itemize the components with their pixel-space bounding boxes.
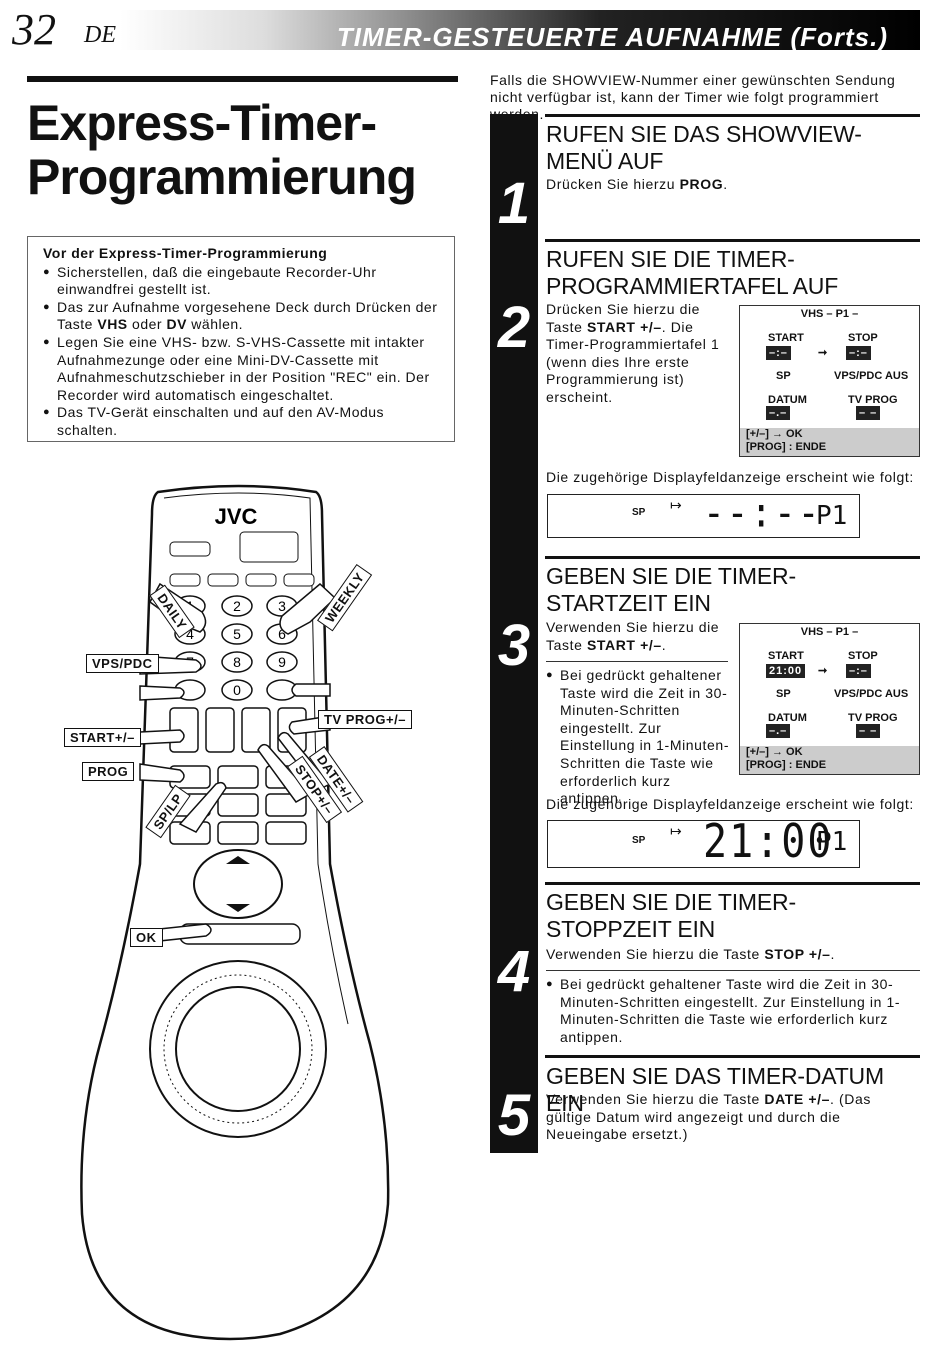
key-2: 2 — [233, 598, 241, 614]
divider — [546, 970, 920, 971]
step-title: GEBEN SIE DIE TIMER-STOPPZEIT EIN — [546, 889, 796, 942]
step-number-5: 5 — [497, 1083, 531, 1148]
step-rule — [545, 114, 920, 117]
remote-drawing: JVC 123 456 789 0 — [80, 484, 390, 1341]
step-number-1: 1 — [497, 171, 531, 236]
step-number-bar: 1 2 3 4 5 — [490, 114, 538, 1153]
step-text: Drücken Sie hierzu die Taste START +/–. … — [546, 301, 720, 405]
callout-ok: OK — [130, 928, 163, 947]
step-number-4: 4 — [497, 939, 531, 1004]
key-5: 5 — [233, 626, 241, 642]
header-title: TIMER-GESTEUERTE AUFNAHME (Forts.) — [336, 22, 888, 52]
step-text: Verwenden Sie hierzu die Taste START +/–… — [546, 619, 720, 653]
step-rule — [545, 239, 920, 242]
step-text: Verwenden Sie hierzu die Taste DATE +/–.… — [546, 1091, 871, 1143]
display-note: Die zugehörige Displayfeldanzeige ersche… — [546, 469, 914, 485]
front-display-panel: SP ↦ 21:00 P1 — [547, 816, 860, 868]
arrow-icon: ➞ — [818, 347, 828, 359]
page-number: 32 — [12, 5, 56, 54]
step-rule — [545, 882, 920, 885]
remote-brand-logo: JVC — [215, 504, 258, 529]
main-title: Express-Timer-Programmierung — [27, 95, 417, 205]
play-arrow-icon: ↦ — [670, 497, 682, 513]
title-rule — [27, 76, 458, 82]
prep-item: Legen Sie eine VHS- bzw. S-VHS-Cassette … — [43, 334, 444, 404]
callout-start: START+/– — [64, 728, 141, 747]
step-number-3: 3 — [497, 613, 531, 678]
arrow-icon: ➞ — [818, 665, 828, 677]
step-text: Drücken Sie hierzu PROG. — [546, 176, 728, 192]
step-title: GEBEN SIE DIE TIMER-STARTZEIT EIN — [546, 563, 796, 616]
callout-vps-pdc: VPS/PDC — [86, 654, 159, 673]
play-arrow-icon: ↦ — [670, 823, 682, 839]
timer-osd-panel: VHS – P1 – START 21:00 ➞ STOP –:– SP VPS… — [739, 623, 920, 775]
prep-item: Sicherstellen, daß die eingebaute Record… — [43, 264, 444, 299]
preparation-heading: Vor der Express-Timer-Programmierung — [43, 245, 328, 261]
key-3: 3 — [278, 598, 286, 614]
prep-item: Das TV-Gerät einschalten und auf den AV-… — [43, 404, 444, 439]
step-title: RUFEN SIE DAS SHOWVIEW-MENÜ AUF — [546, 121, 862, 174]
step-text: Verwenden Sie hierzu die Taste STOP +/–. — [546, 946, 836, 962]
key-0: 0 — [233, 682, 241, 698]
step-bullet: Bei gedrückt gehaltener Taste wird die Z… — [546, 976, 920, 1046]
key-8: 8 — [233, 654, 241, 670]
step-title: RUFEN SIE DIE TIMER-PROGRAMMIERTAFEL AUF — [546, 246, 839, 299]
key-4: 4 — [186, 626, 194, 642]
step-bullet: Bei gedrückt gehaltener Taste wird die Z… — [546, 667, 730, 808]
prep-item-2-text: Das zur Aufnahme vorgesehene Deck durch … — [57, 298, 438, 333]
key-9: 9 — [278, 654, 286, 670]
step-rule — [545, 1055, 920, 1058]
step-rule — [545, 556, 920, 559]
preparation-box: Vor der Express-Timer-Programmierung Sic… — [27, 236, 455, 442]
prep-item: Das zur Aufnahme vorgesehene Deck durch … — [43, 299, 444, 334]
remote-control-illustration: JVC 123 456 789 0 VPS/PDC START+/– PROG … — [30, 484, 440, 1344]
display-note: Die zugehörige Displayfeldanzeige ersche… — [546, 796, 914, 812]
key-6: 6 — [278, 626, 286, 642]
divider — [546, 661, 728, 662]
step-title: GEBEN SIE DAS TIMER-DATUM EIN — [546, 1063, 884, 1116]
callout-prog: PROG — [82, 762, 135, 781]
front-display-panel: SP ↦ --:-- P1 — [547, 490, 860, 538]
timer-osd-panel: VHS – P1 – START –:– ➞ STOP –:– SP VPS/P… — [739, 305, 920, 457]
step-number-2: 2 — [497, 295, 531, 360]
page-language: DE — [84, 22, 116, 48]
header-bar: TIMER-GESTEUERTE AUFNAHME (Forts.) — [120, 10, 920, 52]
callout-tv-prog: TV PROG+/– — [318, 710, 412, 729]
